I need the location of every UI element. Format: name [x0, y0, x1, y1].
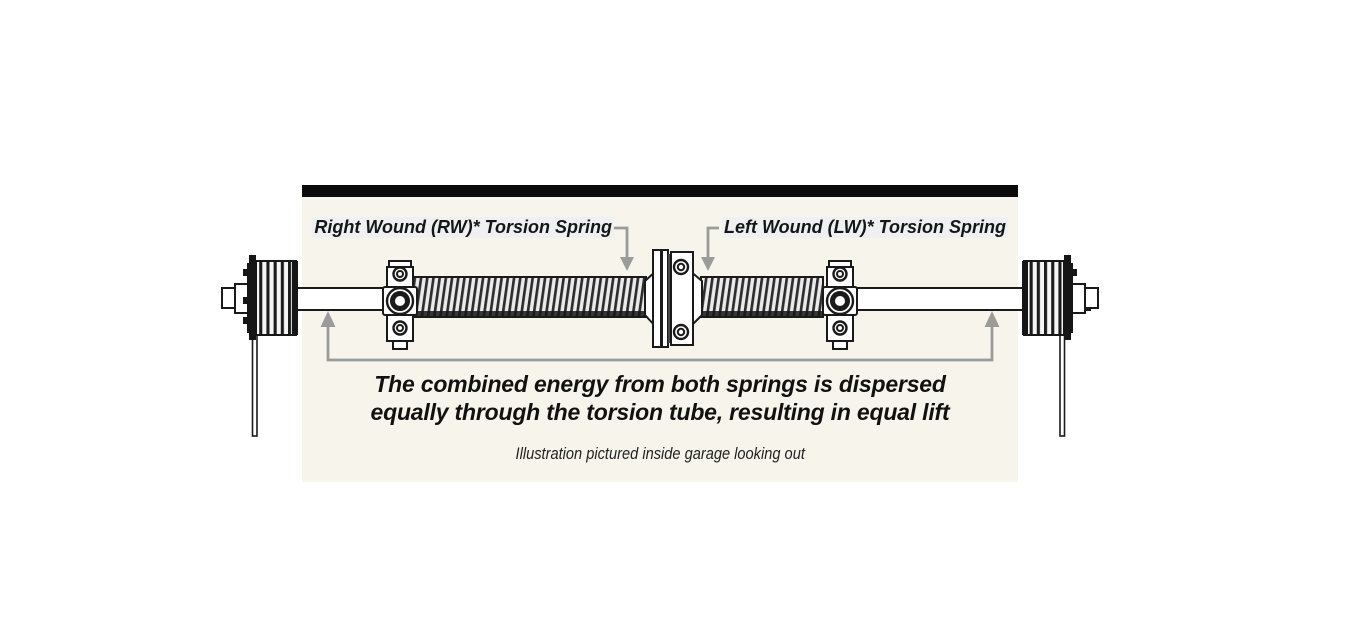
cable-drum-right [1022, 255, 1077, 340]
footnote-text: Illustration pictured inside garage look… [515, 444, 805, 463]
left-wound-torsion-spring [700, 276, 824, 318]
span-arrow-head-left [320, 311, 336, 327]
label-right-wound-spring: Right Wound (RW)* Torsion Spring [312, 217, 614, 238]
cable-drum-left [243, 255, 298, 340]
right-wound-torsion-spring [411, 276, 647, 318]
bearing-plate-left [382, 260, 418, 350]
bearing-plate-right [822, 260, 858, 350]
main-caption: The combined energy from both springs is… [325, 371, 995, 426]
lift-cable-left [251, 329, 258, 437]
equal-lift-span-arrow [320, 311, 1000, 362]
caption-line-2: equally through the torsion tube, result… [370, 398, 950, 425]
lift-cable-right [1059, 329, 1066, 437]
shaft-end-right [1071, 283, 1099, 314]
shaft-end-left [221, 283, 249, 314]
arrow-down-icon [620, 257, 634, 271]
arrow-down-icon [701, 257, 715, 271]
label-arrow-left-wound [701, 226, 719, 271]
label-left-wound-spring: Left Wound (LW)* Torsion Spring [722, 217, 1008, 238]
center-mounting-bracket [644, 249, 703, 348]
header-bar [302, 185, 1018, 197]
span-arrow-line [326, 322, 994, 362]
label-arrow-right-wound [614, 226, 634, 271]
span-arrow-head-right [984, 311, 1000, 327]
caption-line-1: The combined energy from both springs is… [374, 371, 946, 397]
footnote: Illustration pictured inside garage look… [325, 444, 995, 464]
